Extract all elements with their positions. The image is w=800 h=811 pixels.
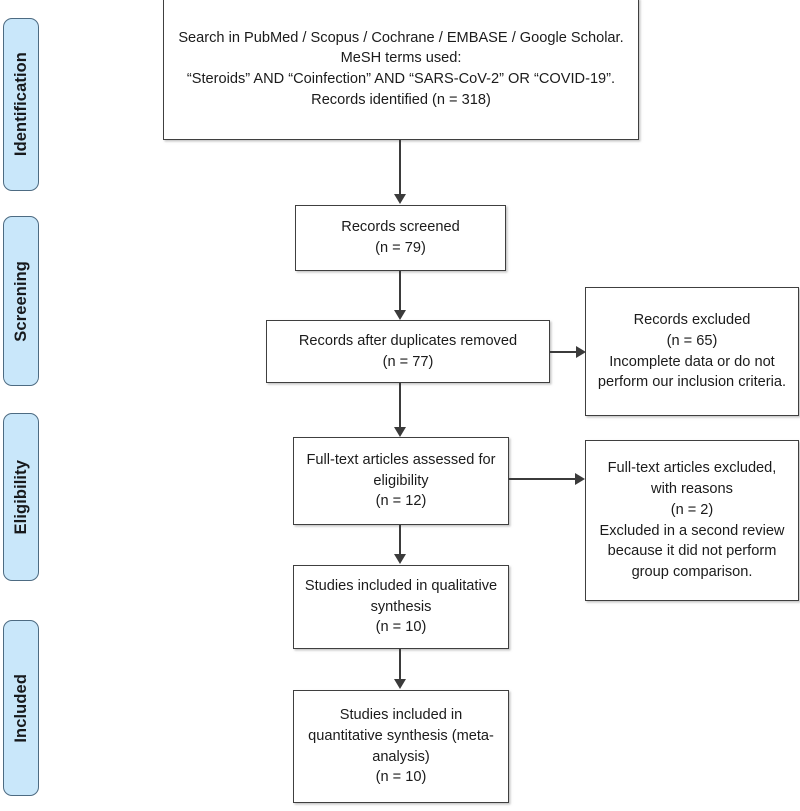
stage-label-eligibility: Eligibility [11, 459, 30, 535]
stage-label-screening: Screening [11, 260, 30, 342]
arrowhead-duplicates-to-fulltext [393, 427, 406, 437]
connector-fulltext-to-qualitative [399, 525, 401, 555]
box-records-screened: Records screened (n = 79) [295, 205, 506, 271]
box-records-identified-text: Search in PubMed / Scopus / Cochrane / E… [178, 29, 624, 108]
box-full-text-articles-excluded-text: Full-text articles excluded, with reason… [599, 460, 785, 580]
box-records-identified: Search in PubMed / Scopus / Cochrane / E… [163, 0, 639, 140]
box-records-screened-text: Records screened (n = 79) [341, 219, 460, 256]
connector-identified-to-screened [399, 140, 401, 196]
arrowhead-identified-to-screened [393, 194, 406, 204]
box-records-excluded: Records excluded (n = 65) Incomplete dat… [585, 287, 799, 416]
arrowhead-duplicates-to-records-excluded [576, 345, 586, 358]
box-full-text-articles-assessed-text: Full-text articles assessed for eligibil… [306, 451, 496, 510]
box-studies-included-qualitative-text: Studies included in qualitative synthesi… [304, 577, 498, 636]
connector-fulltext-to-fulltext-excluded [509, 478, 577, 480]
box-records-excluded-text: Records excluded (n = 65) Incomplete dat… [597, 312, 787, 391]
box-full-text-articles-assessed: Full-text articles assessed for eligibil… [293, 437, 509, 525]
arrowhead-fulltext-to-fulltext-excluded [575, 472, 585, 485]
stage-pill-screening: Screening [3, 216, 39, 386]
box-records-after-duplicates-removed-text: Records after duplicates removed (n = 77… [298, 332, 518, 370]
box-records-after-duplicates-removed: Records after duplicates removed (n = 77… [266, 320, 550, 383]
box-studies-included-quantitative-text: Studies included in quantitative synthes… [308, 707, 494, 786]
stage-pill-identification: Identification [3, 18, 39, 191]
arrowhead-screened-to-duplicates [393, 310, 406, 320]
box-studies-included-quantitative: Studies included in quantitative synthes… [293, 690, 509, 803]
box-studies-included-qualitative: Studies included in qualitative synthesi… [293, 565, 509, 649]
connector-screened-to-duplicates [399, 271, 401, 312]
stage-pill-included: Included [3, 620, 39, 796]
box-full-text-articles-excluded: Full-text articles excluded, with reason… [585, 440, 799, 601]
stage-label-included: Included [11, 673, 30, 743]
connector-duplicates-to-fulltext [399, 383, 401, 427]
connector-qualitative-to-quantitative [399, 649, 401, 680]
arrowhead-fulltext-to-qualitative [393, 554, 406, 564]
stage-label-identification: Identification [11, 52, 30, 157]
stage-pill-eligibility: Eligibility [3, 413, 39, 581]
arrowhead-qualitative-to-quantitative [393, 679, 406, 689]
connector-duplicates-to-records-excluded [550, 351, 578, 353]
